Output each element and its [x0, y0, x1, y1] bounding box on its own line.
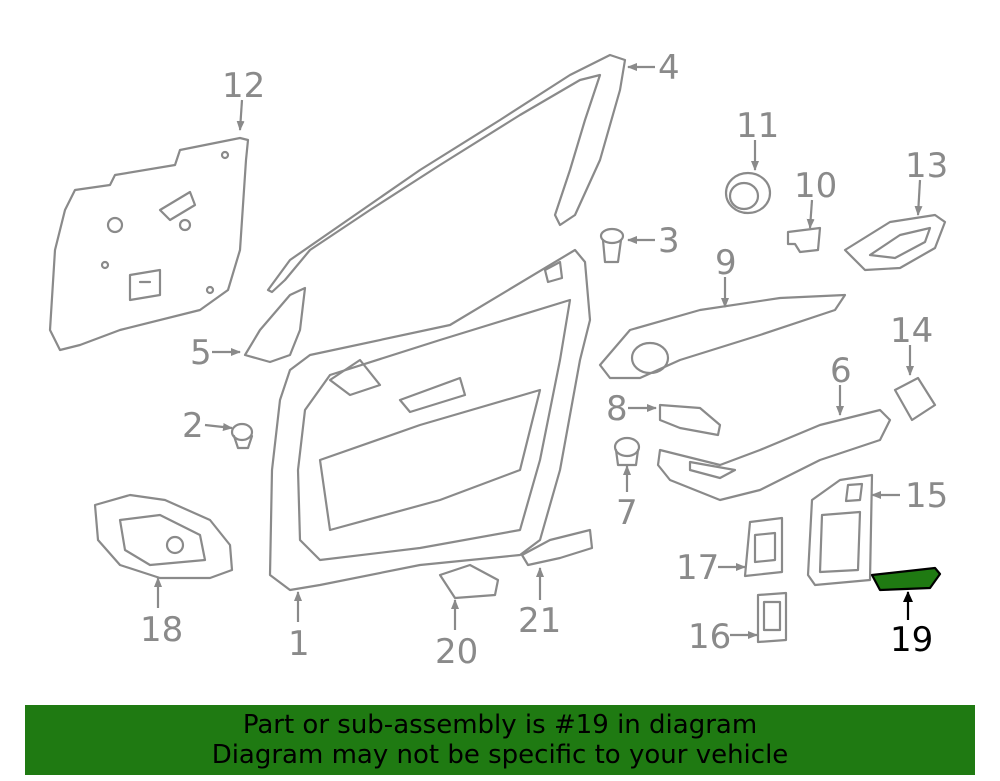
part-2-clip: [230, 422, 254, 450]
callout-7: 7: [616, 493, 638, 533]
banner-line-1: Part or sub-assembly is #19 in diagram: [242, 710, 758, 740]
part-1-door-trim: [268, 248, 592, 592]
part-6-armrest: [656, 408, 892, 502]
part-3-clip: [599, 227, 625, 264]
info-banner: Part or sub-assembly is #19 in diagram D…: [25, 705, 975, 775]
part-19-highlighted: [870, 566, 942, 592]
callout-16: 16: [688, 617, 731, 657]
part-7-plug: [613, 436, 641, 467]
callout-2: 2: [182, 406, 204, 446]
part-9-trim-strip: [598, 293, 847, 380]
part-5-mirror-patch: [243, 286, 307, 364]
part-17-switch: [743, 516, 784, 578]
part-13-handle: [843, 213, 947, 272]
callout-18: 18: [140, 610, 183, 650]
callout-17: 17: [676, 548, 719, 588]
callout-15: 15: [905, 476, 948, 516]
callout-6: 6: [830, 351, 852, 391]
callout-5: 5: [190, 333, 212, 373]
part-14-cover: [893, 376, 937, 422]
callout-4: 4: [658, 48, 680, 88]
part-8-trim: [658, 403, 722, 437]
banner-line-2: Diagram may not be specific to your vehi…: [211, 740, 789, 770]
part-21-bracket: [520, 528, 594, 567]
callout-14: 14: [890, 311, 933, 351]
part-4-frame-seal: [266, 53, 627, 294]
part-18-seat-switch: [93, 493, 234, 580]
callout-9: 9: [715, 243, 737, 283]
part-20-pocket: [438, 563, 500, 600]
parts-diagram: 12 4 11 10 13 3 9 5 14 6 8 2 7 15 17 16 …: [48, 48, 948, 672]
part-16-switch: [756, 591, 788, 644]
callout-1: 1: [288, 624, 310, 664]
callout-20: 20: [435, 632, 478, 672]
part-12-insulator: [48, 136, 250, 352]
callout-12: 12: [222, 66, 265, 106]
callout-21: 21: [518, 601, 561, 641]
callout-11: 11: [736, 106, 779, 146]
callout-13: 13: [905, 146, 948, 186]
part-10-bracket: [786, 226, 822, 254]
part-11-speaker: [724, 171, 772, 215]
leader-lines: [154, 63, 923, 639]
part-15-window-switch: [806, 473, 874, 587]
callout-10: 10: [794, 166, 837, 206]
callout-8: 8: [606, 389, 628, 429]
callout-19: 19: [890, 620, 933, 660]
callout-3: 3: [658, 221, 680, 261]
